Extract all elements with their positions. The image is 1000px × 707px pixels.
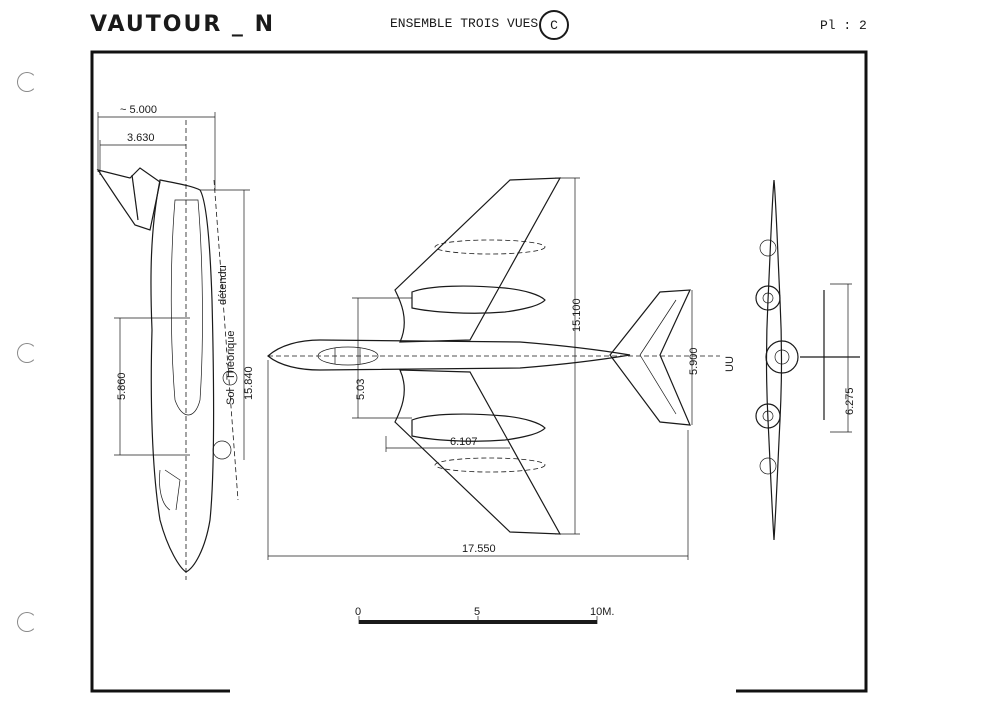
scale-bar: 0 5 10M.: [355, 606, 614, 624]
punch-hole-icon: [17, 612, 37, 632]
front-wing: [765, 179, 783, 541]
drawing-subtitle: ENSEMBLE TROIS VUES: [390, 16, 539, 31]
plan-wing-upper: [394, 177, 562, 343]
side-view: ~ 5.000 3.630 5.860 15.840 Sol Théorique…: [96, 104, 255, 580]
scale-label-0: 0: [355, 606, 361, 618]
side-tail-fin: [96, 167, 161, 231]
dim-track: 6.275: [844, 387, 856, 415]
dim-gear: 5.860: [116, 372, 128, 400]
front-view: UU 6.275: [724, 179, 860, 541]
dim-wing-root: 6.107: [450, 436, 478, 448]
dim-tail-span: 5.900: [688, 347, 700, 375]
dim-length: 15.840: [243, 366, 255, 400]
plan-view: 15.100 5.900 5.03 6.107 17.550: [267, 177, 720, 560]
plan-wing-lower: [394, 369, 562, 535]
scale-label-10: 10M.: [590, 606, 614, 618]
version-badge: C: [539, 10, 569, 40]
scale-label-5: 5: [474, 606, 480, 618]
punch-hole-icon: [17, 72, 37, 92]
dim-overall-height: ~ 5.000: [120, 104, 157, 116]
ground-label-detendu: détendu: [217, 265, 229, 305]
punch-hole-icon: [17, 343, 37, 363]
svg-text:UU: UU: [724, 356, 736, 372]
ground-label-sol: Sol: [225, 389, 237, 405]
plate-number: Pl : 2: [820, 18, 867, 33]
dim-plan-length: 17.550: [462, 543, 496, 555]
drawing-title: VAUTOUR _ N: [90, 12, 275, 37]
drawing-frame: [90, 50, 868, 693]
dim-fin: 3.630: [127, 132, 155, 144]
side-fuselage: [150, 179, 215, 573]
dim-engine-offset: 5.03: [355, 379, 367, 400]
dim-span: 15.100: [571, 298, 583, 332]
ground-label-theorique: Théorique: [225, 330, 237, 380]
plan-tailplane: [609, 289, 691, 426]
plan-fuselage: [267, 339, 631, 371]
